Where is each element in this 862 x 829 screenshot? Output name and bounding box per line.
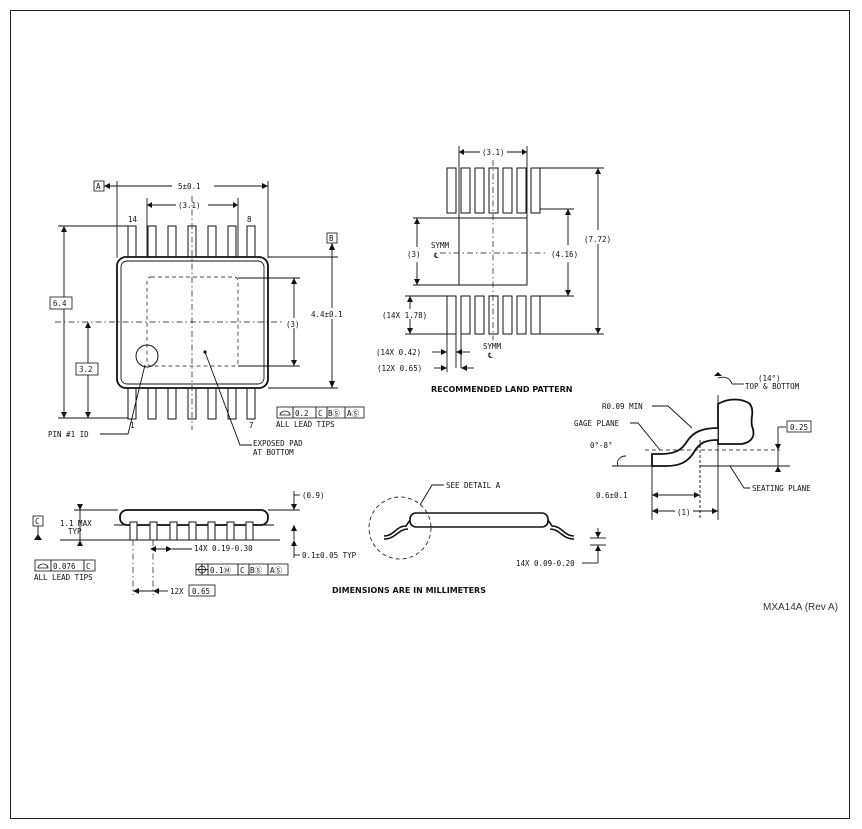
pin-8-label: 8	[247, 215, 252, 224]
detail-angle-top: (14°)	[758, 374, 781, 383]
svg-text:C: C	[240, 566, 245, 575]
detail-a-view: (14°) TOP & BOTTOM R0.09 MIN GAGE PLANE …	[574, 372, 812, 520]
land-pad-dimension: (4.16)	[551, 250, 578, 259]
land-bottom-pads	[446, 295, 541, 335]
svg-text:C: C	[86, 562, 91, 571]
pin-1-label: 1	[130, 421, 135, 430]
lead-thickness: 14X 0.09-0.20	[516, 559, 575, 568]
pin-14-label: 14	[128, 215, 138, 224]
top-view: A 5±0.1 (3.1) 14 8 1 7	[48, 180, 365, 457]
land-pattern-title: RECOMMENDED LAND PATTERN	[431, 385, 572, 394]
land-pattern-view: (3.1) SYMM ℄	[376, 146, 611, 394]
detail-top-bottom: TOP & BOTTOM	[745, 382, 800, 391]
body-width-dimension: 4.4±0.1	[311, 310, 343, 319]
svg-text:C: C	[318, 409, 323, 418]
svg-text:℄: ℄	[487, 351, 494, 360]
svg-text:0.1Ⓜ: 0.1Ⓜ	[210, 566, 232, 575]
drawing-frame	[10, 10, 850, 819]
length-dimension: 5±0.1	[178, 182, 201, 191]
land-pad-width: (14X 0.42)	[376, 348, 421, 357]
seating-plane-label: SEATING PLANE	[752, 484, 811, 493]
end-view: SEE DETAIL A 14X 0.09-0.20	[368, 481, 606, 568]
land-total-dimension: (7.72)	[584, 235, 611, 244]
all-lead-tips-label-top: ALL LEAD TIPS	[276, 420, 335, 429]
foot-length: 0.6±0.1	[596, 491, 628, 500]
standoff: 0.1±0.05 TYP	[302, 551, 357, 560]
pitch-value: 0.65	[192, 587, 210, 596]
end-body	[409, 512, 549, 528]
land-pad-length: (14X 1.78)	[382, 311, 427, 320]
svg-text:0.2: 0.2	[295, 409, 309, 418]
land-left-dimension: (3)	[407, 250, 421, 259]
profile-tolerance-frame: 0.2 C BⓈ AⓈ	[276, 406, 365, 419]
pin1-indicator	[135, 344, 159, 368]
units-note: DIMENSIONS ARE IN MILLIMETERS	[332, 586, 486, 595]
svg-text:AⓈ: AⓈ	[347, 409, 360, 418]
pin1-id-label: PIN #1 ID	[48, 430, 89, 439]
symm-label-bottom: SYMM	[483, 342, 502, 351]
gage-plane-label: GAGE PLANE	[574, 419, 620, 428]
all-lead-tips-label-side: ALL LEAD TIPS	[34, 573, 93, 582]
side-height: (0.9)	[302, 491, 325, 500]
revision-label: MXA14A (Rev A)	[763, 602, 838, 613]
pitch-prefix: 12X	[170, 587, 184, 596]
gage-value: 0.25	[790, 423, 808, 432]
pin-7-label: 7	[249, 421, 254, 430]
footprint: (1)	[677, 508, 691, 517]
bottom-pins	[127, 384, 256, 420]
total-width-dimension: 6.4	[53, 299, 67, 308]
land-pitch: (12X 0.65)	[377, 364, 422, 373]
land-top-pads	[446, 167, 541, 214]
symm-label-left: SYMM	[431, 241, 450, 250]
datum-a-label: A	[96, 182, 101, 191]
svg-text:℄: ℄	[433, 251, 440, 260]
exposed-pad-label-2: AT BOTTOM	[253, 448, 294, 457]
exposed-pad-outline	[146, 276, 239, 367]
datum-c-label: C	[35, 517, 40, 526]
land-top-dimension: (3.1)	[482, 148, 505, 157]
position-tolerance-frame: 0.1Ⓜ C BⓈ AⓈ	[195, 563, 289, 576]
max-height-2: TYP	[68, 527, 82, 536]
svg-text:BⓈ: BⓈ	[328, 409, 341, 418]
side-leads	[129, 521, 254, 541]
detail-a-circle	[368, 496, 432, 560]
datum-b-label: B	[329, 234, 334, 243]
max-height-1: 1.1 MAX	[60, 519, 92, 528]
pad-top-dimension: (3.1)	[178, 201, 201, 210]
detail-radius: R0.09 MIN	[602, 402, 643, 411]
pad-side-dimension: (3)	[286, 320, 300, 329]
side-view: C 1.1 MAX TYP 0.076 C ALL LEAD TIPS (0.9…	[32, 491, 357, 597]
exposed-pad-label-1: EXPOSED PAD	[253, 439, 303, 448]
coplanarity-value: 0.076	[53, 562, 76, 571]
lead-width: 14X 0.19-0.30	[194, 544, 253, 553]
see-detail-label: SEE DETAIL A	[446, 481, 501, 490]
package-body-outline	[116, 256, 269, 389]
svg-text:BⓈ: BⓈ	[250, 566, 263, 575]
svg-text:AⓈ: AⓈ	[270, 566, 283, 575]
half-width-dimension: 3.2	[79, 365, 93, 374]
detail-angle: 0°-8°	[590, 441, 613, 450]
